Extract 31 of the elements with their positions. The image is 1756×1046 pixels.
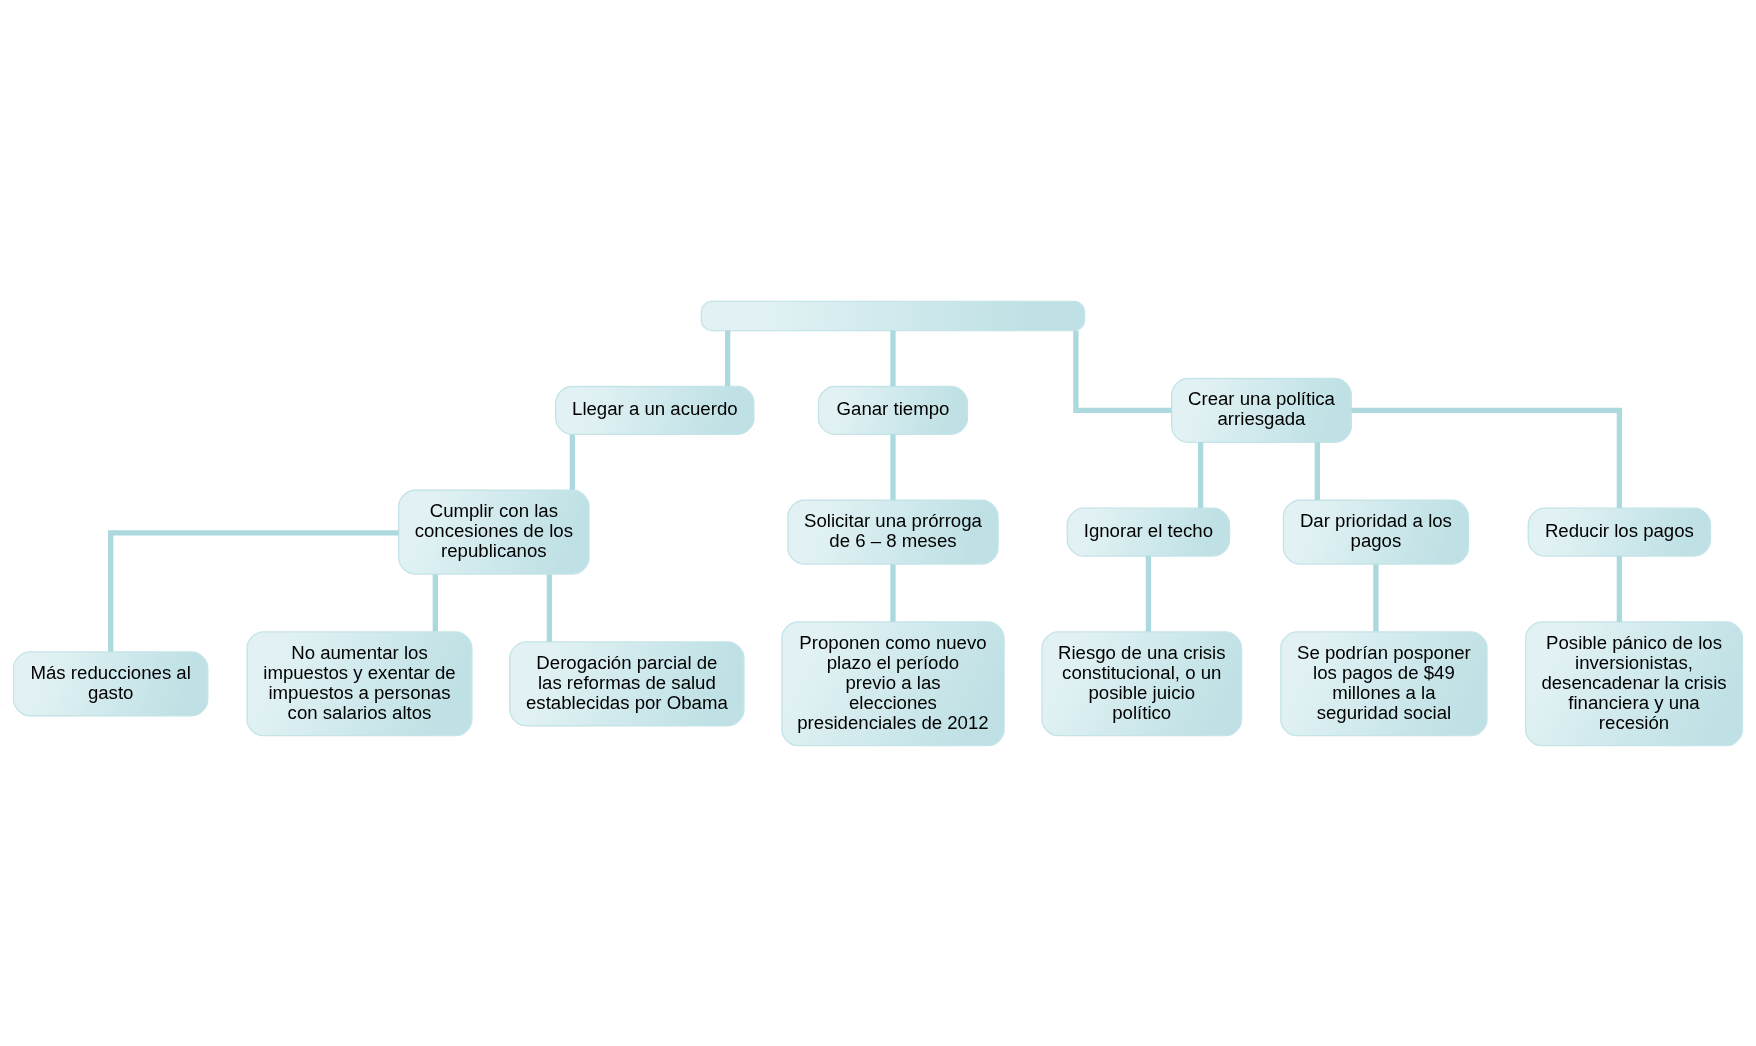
connector [1616,555,1623,622]
node-box [700,300,1086,331]
node-box: Proponen como nuevo plazo el período previo a las elecciones presidenciales de 2012 [781,620,1005,746]
node-box: Riesgo de una crisis constitucional, o un posible juicio político [1041,630,1243,736]
node-box: Se podrían posponer los pagos de $49 millones a la seguridad social [1280,630,1488,736]
node-box: Solicitar una prórroga de 6 – 8 meses [787,499,999,565]
connector [890,433,896,500]
connector [569,433,575,490]
connector [725,330,731,386]
connector [1351,407,1623,508]
connector [1314,441,1321,500]
node-box: Más reducciones al gasto [12,650,209,716]
node-box: Crear una política arriesgada [1171,377,1352,443]
node-box: Dar prioridad a los pagos [1282,499,1470,565]
connector [546,573,553,642]
connector [1197,441,1204,508]
connector [890,330,896,386]
node-box: Ganar tiempo [817,385,969,435]
node-box: Ignorar el techo [1066,507,1231,557]
node-box: Reducir los pagos [1527,507,1712,557]
connector [890,563,896,622]
node-box: Cumplir con las concesiones de los republicanos [398,489,590,575]
node-box: Derogación parcial de las reformas de salud establecidas por Obama [509,640,745,726]
node-box: Llegar a un acuerdo [555,385,755,435]
connector [1373,563,1379,631]
connector [108,529,399,652]
node-box: Posible pánico de los inversionistas, desencadenar la crisis financiera y una recesión [1524,620,1744,746]
node-box: No aumentar los impuestos y exentar de impuestos a personas con salarios altos [246,630,473,736]
connector [432,573,438,632]
connector [1145,555,1152,632]
connector [1073,330,1172,413]
